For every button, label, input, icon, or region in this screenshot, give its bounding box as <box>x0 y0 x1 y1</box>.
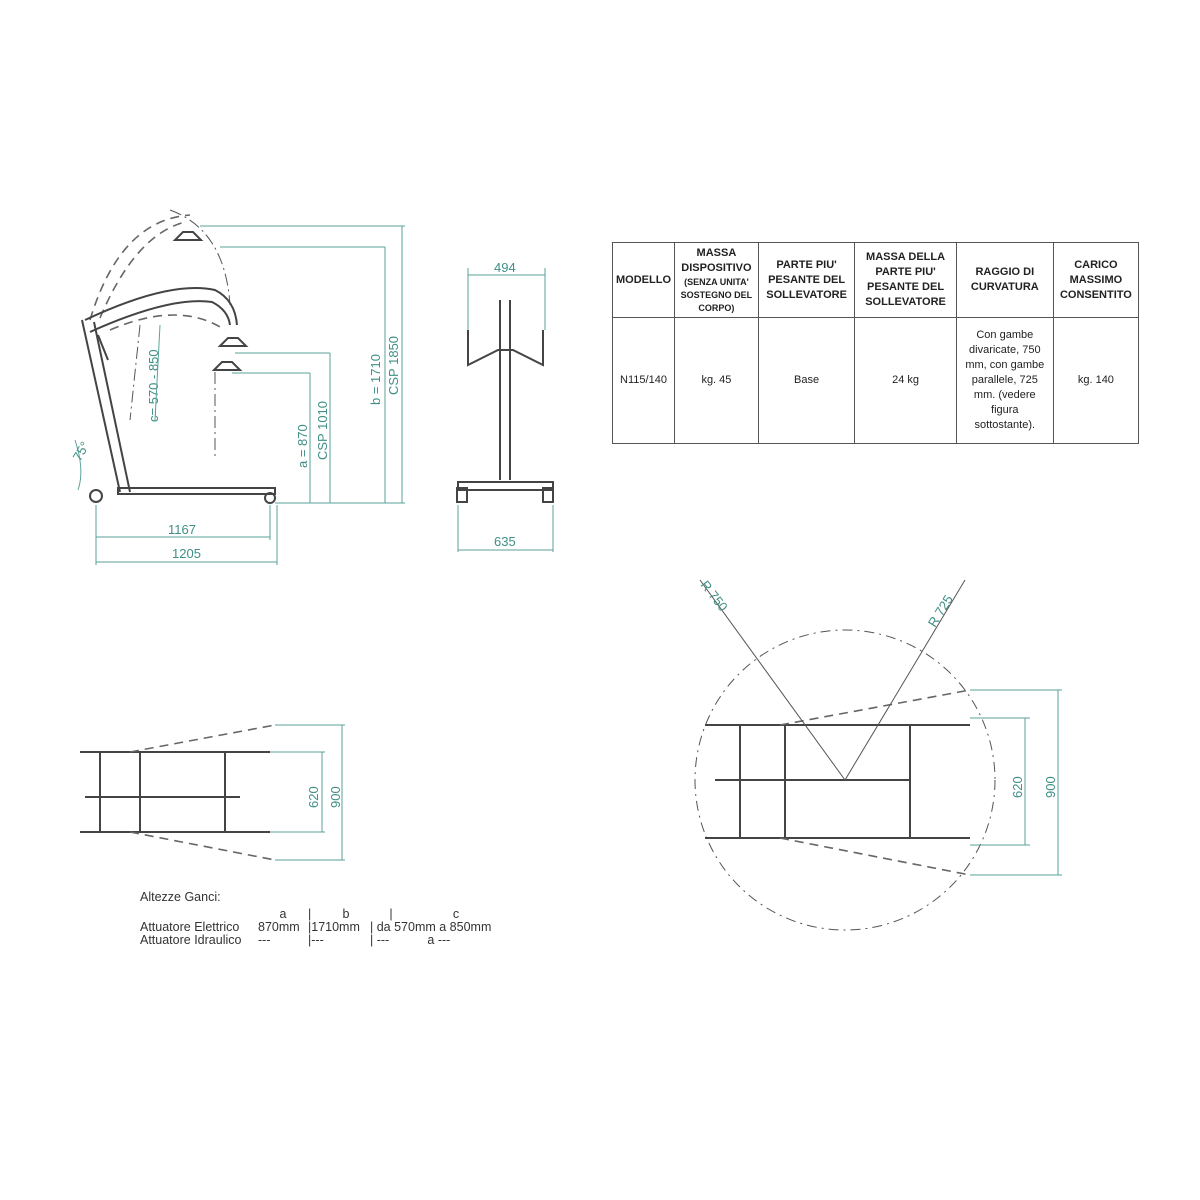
electric-label: Attuatore Elettrico <box>140 920 240 934</box>
header-carico: CARICO MASSIMO CONSENTITO <box>1052 242 1140 318</box>
length-1167-label: 1167 <box>168 522 196 537</box>
cell-modello: N115/140 <box>612 317 675 444</box>
hydraulic-b: |--- <box>308 933 324 947</box>
header-massa-dispositivo: MASSA DISPOSITIVO(SENZA UNITA' SOSTEGNO … <box>674 242 759 318</box>
notes-hydraulic-row: Attuatore Idraulico --- |--- | --- a --- <box>140 934 496 947</box>
base-620-label: 620 <box>306 786 321 808</box>
base-top-view: 620 900 <box>80 724 345 861</box>
table-row: N115/140 kg. 45 Base 24 kg Con gambe div… <box>612 317 1140 444</box>
hook-mid <box>217 337 249 347</box>
radius-725-label: R 725 <box>925 592 956 629</box>
hydraulic-a: --- <box>258 933 271 947</box>
turning-circle <box>694 629 996 931</box>
header-massa-label: MASSA DISPOSITIVO <box>681 246 752 274</box>
col-a: a <box>279 907 287 921</box>
table-header-row: MODELLO MASSA DISPOSITIVO(SENZA UNITA' S… <box>612 242 1140 318</box>
hook-heights-notes: Altezze Ganci: a | b | c Attuatore Elett… <box>140 891 496 947</box>
csp-1010-label: CSP 1010 <box>315 401 330 460</box>
radius-view: R 750 R 725 620 900 <box>694 578 1062 931</box>
header-massa-note: (SENZA UNITA' SOSTEGNO DEL CORPO) <box>680 276 753 313</box>
front-base <box>457 481 554 491</box>
notes-title: Altezze Ganci: <box>140 890 221 904</box>
side-view: 75° c= 570 - 850 a = 870 CSP 1010 b = 17… <box>70 209 405 565</box>
hydraulic-label: Attuatore Idraulico <box>140 933 242 947</box>
csp-1850-label: CSP 1850 <box>386 336 401 395</box>
base-frame <box>117 487 276 495</box>
radius-900-label: 900 <box>1043 776 1058 798</box>
header-massa-parte: MASSA DELLA PARTE PIU' PESANTE DEL SOLLE… <box>854 242 957 318</box>
base-900-label: 900 <box>328 786 343 808</box>
b-dimension-label: b = 1710 <box>368 354 383 405</box>
notes-electric-row: Attuatore Elettrico 870mm |1710mm | da 5… <box>140 921 496 934</box>
col-c: c <box>452 907 460 921</box>
electric-b: |1710mm <box>308 920 360 934</box>
cell-parte: Base <box>757 317 856 444</box>
angle-label: 75° <box>70 439 93 464</box>
header-parte-pesante: PARTE PIU' PESANTE DEL SOLLEVATORE <box>757 242 856 318</box>
radius-620-label: 620 <box>1010 776 1025 798</box>
c-dimension-label: c= 570 - 850 <box>146 349 161 422</box>
electric-a: 870mm <box>258 920 300 934</box>
front-wheel <box>264 492 276 504</box>
col-b: b <box>342 907 350 921</box>
header-modello: MODELLO <box>612 242 675 318</box>
spec-table: MODELLO MASSA DISPOSITIVO(SENZA UNITA' S… <box>612 242 1140 444</box>
width-635-label: 635 <box>494 534 516 549</box>
cell-massa-parte: 24 kg <box>854 317 957 444</box>
header-raggio: RAGGIO DI CURVATURA <box>955 242 1054 318</box>
cell-carico: kg. 140 <box>1052 317 1140 444</box>
hook-top <box>172 231 204 241</box>
hook-low <box>211 361 243 371</box>
length-1205-label: 1205 <box>172 546 201 561</box>
arm-raised-path <box>89 214 191 321</box>
rear-wheel <box>89 489 103 503</box>
cell-raggio: Con gambe divaricate, 750 mm, con gambe … <box>955 317 1054 444</box>
spreader-bar <box>467 330 544 367</box>
width-494-label: 494 <box>494 260 516 275</box>
hydraulic-c: | --- a --- <box>370 933 451 947</box>
radius-750-label: R 750 <box>698 578 731 615</box>
sep: | <box>308 907 312 921</box>
front-view: 494 635 <box>456 260 554 552</box>
sep: | <box>389 907 393 921</box>
mast <box>81 319 121 493</box>
a-dimension-label: a = 870 <box>295 424 310 468</box>
cell-massa: kg. 45 <box>674 317 759 444</box>
lifting-arm <box>84 287 238 326</box>
electric-c: | da 570mm a 850mm <box>370 920 492 934</box>
notes-header-row: a | b | c <box>140 908 496 921</box>
